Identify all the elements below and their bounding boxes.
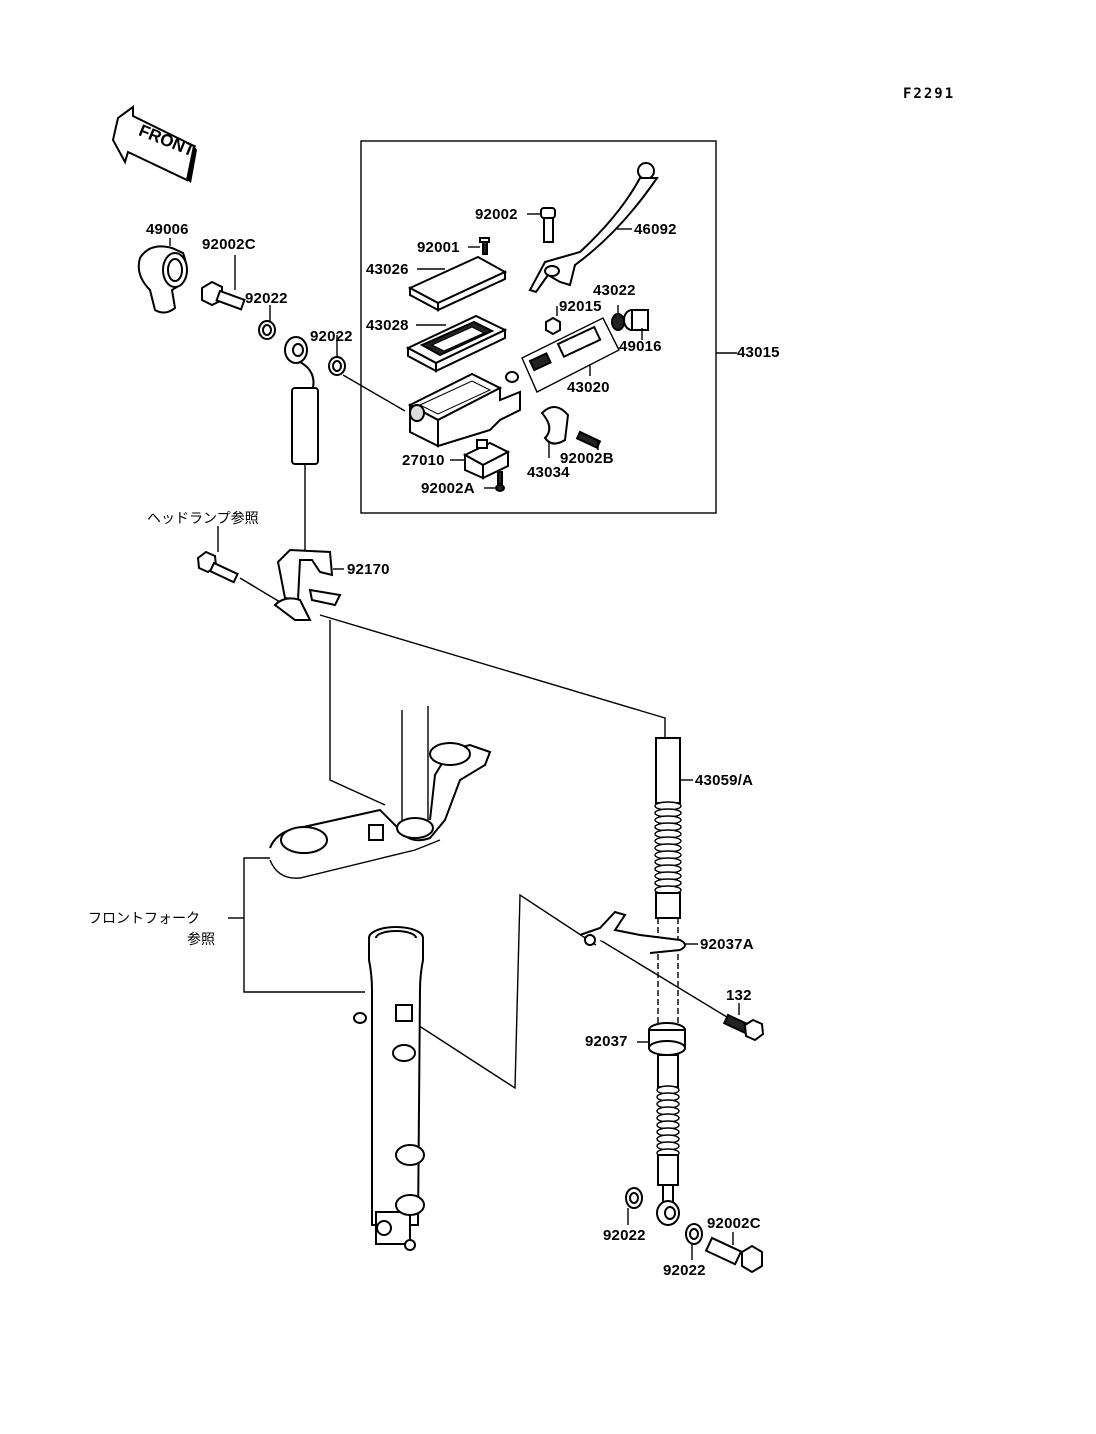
part-master-cylinder-body (342, 371, 521, 448)
part-132-bolt (722, 1003, 765, 1042)
figure-code: F2291 (903, 86, 956, 102)
part-92037-grommet (637, 1022, 686, 1056)
label-92002A: 92002A (421, 480, 475, 497)
front-fork-reference-line2: 参照 (187, 932, 215, 948)
part-92001-screw (468, 237, 490, 255)
label-92002: 92002 (475, 206, 518, 223)
part-92002A-screw (484, 471, 505, 492)
label-92022-a: 92022 (245, 290, 288, 307)
label-92022-d: 92022 (663, 1262, 706, 1279)
part-92022-washer-a (258, 305, 276, 340)
part-49006-boot (137, 238, 188, 314)
label-92002C-bottom: 92002C (707, 1215, 761, 1232)
part-fork-outer-tube (353, 926, 425, 1251)
part-43020-piston-kit (521, 317, 620, 393)
label-27010: 27010 (402, 452, 445, 469)
label-92002C-top: 92002C (202, 236, 256, 253)
part-steering-stem (269, 706, 492, 879)
front-fork-reference-line1: フロントフォーク (88, 911, 200, 927)
label-43028: 43028 (366, 317, 409, 334)
front-arrow-icon: FRONT (111, 105, 198, 183)
label-43026: 43026 (366, 261, 409, 278)
label-46092: 46092 (634, 221, 677, 238)
part-92002C-bolt-top (201, 255, 246, 311)
label-92002B: 92002B (560, 450, 614, 467)
label-92001: 92001 (417, 239, 460, 256)
part-27010-switch (450, 439, 511, 480)
assembly-box-43015 (360, 140, 717, 514)
label-92170: 92170 (347, 561, 390, 578)
label-92022-c: 92022 (603, 1227, 646, 1244)
leader-lines (228, 614, 741, 1090)
part-92002C-bolt-bottom (704, 1232, 763, 1274)
part-92170-clamp (273, 548, 344, 621)
part-92037A-bracket (579, 910, 698, 954)
part-headlamp-bolt (196, 526, 286, 606)
part-92022-washer-c (625, 1187, 643, 1225)
part-92022-washer-d (685, 1223, 703, 1260)
label-43022: 43022 (593, 282, 636, 299)
headlamp-reference: ヘッドランプ参照 (147, 511, 259, 527)
label-43020: 43020 (567, 379, 610, 396)
part-92002-pivot-bolt (527, 207, 556, 243)
label-49006: 49006 (146, 221, 189, 238)
label-132: 132 (726, 987, 752, 1004)
part-upper-hose-banjo (284, 336, 319, 560)
label-92037: 92037 (585, 1033, 628, 1050)
label-92015: 92015 (559, 298, 602, 315)
part-43026-reservoir-cap (407, 255, 508, 312)
label-43015: 43015 (737, 344, 780, 361)
label-92022-b: 92022 (310, 328, 353, 345)
part-46092-lever (528, 162, 659, 294)
part-43034-clamp (540, 406, 570, 458)
part-92002B-bolt (575, 430, 602, 450)
part-43059A-brake-hose (654, 737, 693, 1226)
label-49016: 49016 (619, 338, 662, 355)
part-92015-nut (545, 306, 561, 336)
part-43028-diaphragm (405, 314, 508, 373)
label-43059A: 43059/A (695, 772, 754, 789)
label-92037A: 92037A (700, 936, 754, 953)
label-43034: 43034 (527, 464, 570, 481)
part-43022-ring (611, 305, 625, 331)
part-49016-boot (623, 309, 649, 340)
part-92022-washer-b (328, 335, 346, 376)
